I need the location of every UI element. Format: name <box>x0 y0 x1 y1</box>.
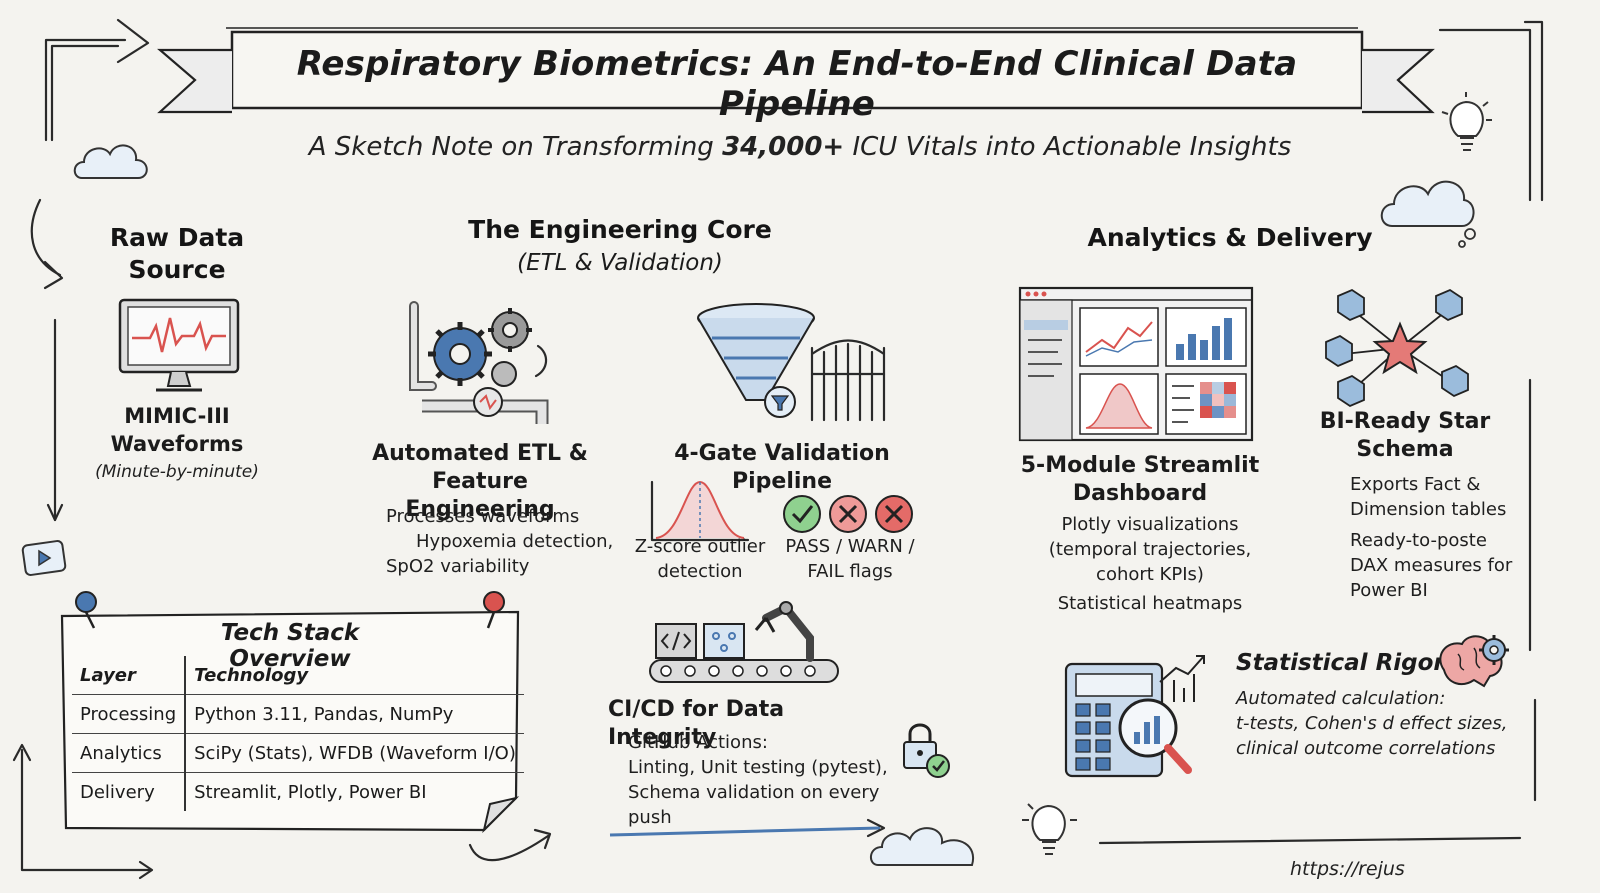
etl-line-1: Hypoxemia detection, <box>416 531 614 552</box>
flags-line1: PASS / WARN / <box>785 536 915 557</box>
schema-line-3: DAX measures for <box>1350 555 1513 576</box>
schema-title-line2: Schema <box>1356 437 1454 462</box>
robot-arm-icon <box>649 601 839 683</box>
dashboard-icon <box>1018 286 1254 442</box>
dashboard-line-2: cohort KPIs) <box>1096 564 1204 585</box>
dashboard-title-line1: 5-Module Streamlit <box>1020 453 1260 478</box>
cloud-icon <box>73 144 148 179</box>
schema-title-line1: BI-Ready Star <box>1319 409 1491 434</box>
raw-heading: Raw Data Source <box>92 222 262 286</box>
rigor-line-2: clinical outcome correlations <box>1236 738 1496 759</box>
raw-label-line1: MIMIC-III <box>124 404 230 428</box>
validation-title: 4-Gate Validation Pipeline <box>674 441 890 494</box>
pushpin-icon <box>75 591 97 629</box>
raw-label-line2: Waveforms <box>110 432 244 456</box>
cicd-line-2: Schema validation on every push <box>628 782 880 828</box>
rigor-line-1: t-tests, Cohen's d effect sizes, <box>1236 713 1508 734</box>
zscore-line1: Z-score outlier <box>634 536 766 557</box>
dashboard-line-0: Plotly visualizations <box>1061 514 1239 535</box>
calculator-icon <box>1064 655 1205 778</box>
raw-heading-line2: Source <box>128 255 226 284</box>
core-subheading: (ETL & Validation) <box>517 250 723 276</box>
cross-icon <box>829 495 867 533</box>
cicd-line-1: Linting, Unit testing (pytest), <box>628 757 888 778</box>
tech-stack-table: Layer Technology Processing Python 3.11,… <box>72 656 524 811</box>
zscore-line2: detection <box>657 561 743 582</box>
check-icon <box>783 495 821 533</box>
schema-line-4: Power BI <box>1350 580 1428 601</box>
cicd-line-0: GitHub Actions: <box>628 732 768 753</box>
lock-icon <box>903 723 950 778</box>
table-row: Analytics SciPy (Stats), WFDB (Waveform … <box>72 733 524 773</box>
monitor-ecg-icon <box>118 298 240 392</box>
table-header-row: Layer Technology <box>72 656 524 695</box>
flags-label: PASS / WARN / FAIL flags <box>770 534 930 584</box>
footer-url[interactable]: https://rejus <box>1290 858 1405 880</box>
etl-line-0: Processes waveforms <box>386 506 580 527</box>
etl-title-line2: Feature Engineering <box>405 469 555 522</box>
table-cell: Analytics <box>72 733 187 773</box>
table-cell: Python 3.11, Pandas, NumPy <box>194 703 454 725</box>
table-header-cell: Layer <box>72 656 187 695</box>
raw-heading-line1: Raw Data <box>109 223 245 252</box>
dashboard-title: 5-Module Streamlit Dashboard <box>1010 452 1270 508</box>
table-cell: Streamlit, Plotly, Power BI <box>194 781 427 803</box>
dashboard-line-1: (temporal trajectories, <box>1048 539 1252 560</box>
dashboard-line-3: Statistical heatmaps <box>1057 593 1243 614</box>
flags-line2: FAIL flags <box>807 561 893 582</box>
flag-icons <box>783 495 913 533</box>
page-subtitle: A Sketch Note on Transforming 34,000+ IC… <box>240 132 1360 162</box>
brain-gear-icon <box>1439 635 1509 688</box>
subtitle-pre: A Sketch Note on Transforming <box>308 132 723 162</box>
dashboard-desc: Plotly visualizations (temporal trajecto… <box>1010 512 1290 616</box>
cicd-title: CI/CD for Data Integrity <box>608 697 785 750</box>
etl-line-2: SpO2 variability <box>386 556 530 577</box>
bell-curve-icon <box>650 480 750 542</box>
rigor-desc: Automated calculation: t-tests, Cohen's … <box>1236 686 1536 761</box>
core-heading: The Engineering Core <box>468 215 772 244</box>
table-row: Delivery Streamlit, Plotly, Power BI <box>72 772 524 811</box>
table-cell: Delivery <box>72 772 187 811</box>
schema-line-1: Dimension tables <box>1350 499 1507 520</box>
star-schema-icon <box>1325 288 1469 408</box>
table-header-cell: Technology <box>194 664 309 686</box>
pushpin-icon <box>483 591 505 629</box>
gate-icon <box>810 339 886 422</box>
rigor-line-0: Automated calculation: <box>1236 688 1446 709</box>
schema-line-0: Exports Fact & <box>1350 474 1481 495</box>
etl-desc: Processes waveforms Hypoxemia detection,… <box>386 504 626 579</box>
lightbulb-icon <box>1022 803 1077 855</box>
rigor-title: Statistical Rigor <box>1236 650 1445 676</box>
subtitle-post: ICU Vitals into Actionable Insights <box>844 132 1292 162</box>
raw-label: MIMIC-III Waveforms <box>92 402 262 458</box>
tech-stack-title: Tech Stack Overview <box>220 620 360 672</box>
etl-title-line1: Automated ETL & <box>372 441 588 466</box>
title-ribbon <box>157 27 1435 114</box>
cicd-desc: GitHub Actions: Linting, Unit testing (p… <box>628 730 928 830</box>
cloud-icon <box>870 827 975 866</box>
dashboard-title-line2: Dashboard <box>1072 481 1208 506</box>
lightbulb-icon <box>1441 92 1492 151</box>
gears-pipes-icon <box>409 301 549 424</box>
cross-icon <box>875 495 913 533</box>
table-cell: Processing <box>72 694 187 734</box>
raw-note: (Minute-by-minute) <box>95 462 259 482</box>
table-cell: SciPy (Stats), WFDB (Waveform I/O) <box>194 742 516 764</box>
table-row: Processing Python 3.11, Pandas, NumPy <box>72 694 524 734</box>
schema-desc: Exports Fact & Dimension tables Ready-to… <box>1350 472 1550 603</box>
zscore-label: Z-score outlier detection <box>625 534 775 584</box>
cloud-icon <box>1380 180 1476 248</box>
page-title: Respiratory Biometrics: An End-to-End Cl… <box>296 44 1298 124</box>
schema-line-2: Ready-to-poste <box>1350 530 1487 551</box>
subtitle-count: 34,000+ <box>722 132 845 162</box>
schema-title: BI-Ready Star Schema <box>1300 408 1510 464</box>
etl-title: Automated ETL & Feature Engineering <box>360 440 600 524</box>
play-icon <box>21 540 67 576</box>
funnel-icon <box>697 303 815 418</box>
analytics-heading: Analytics & Delivery <box>1087 223 1373 252</box>
